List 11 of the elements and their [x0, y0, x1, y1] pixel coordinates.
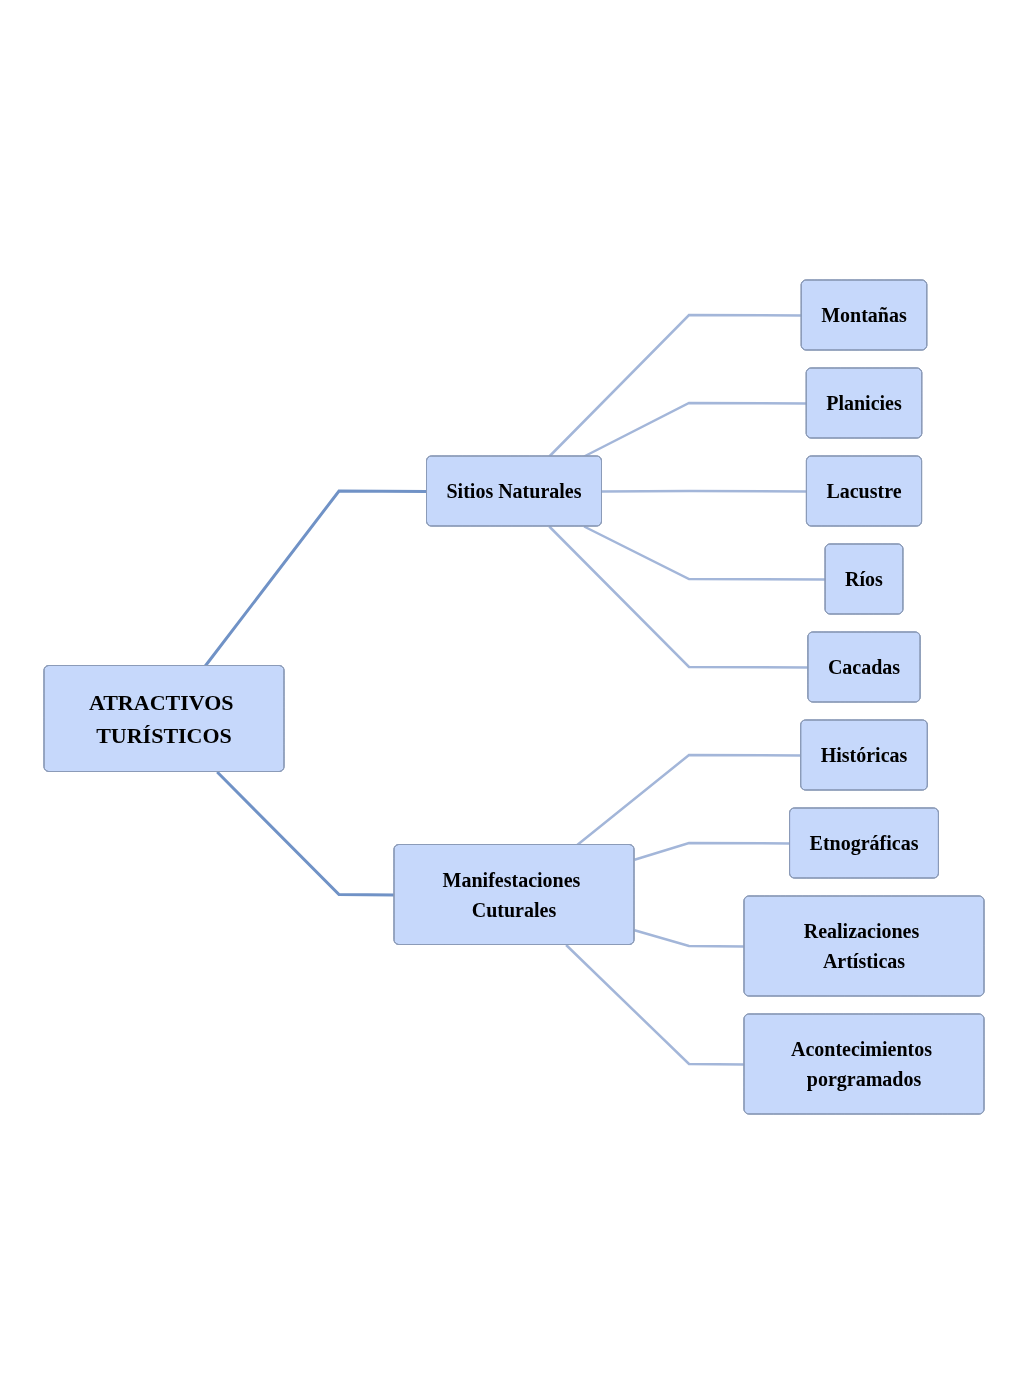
- connector: [575, 753, 801, 846]
- connector: [547, 525, 808, 669]
- connector: [633, 929, 744, 948]
- connector: [215, 770, 394, 897]
- connector: [601, 489, 807, 493]
- connector: [203, 489, 427, 667]
- connector: [583, 525, 826, 581]
- connector: [633, 841, 790, 861]
- connector: [583, 401, 807, 458]
- connector: [547, 313, 802, 458]
- connector: [564, 944, 744, 1066]
